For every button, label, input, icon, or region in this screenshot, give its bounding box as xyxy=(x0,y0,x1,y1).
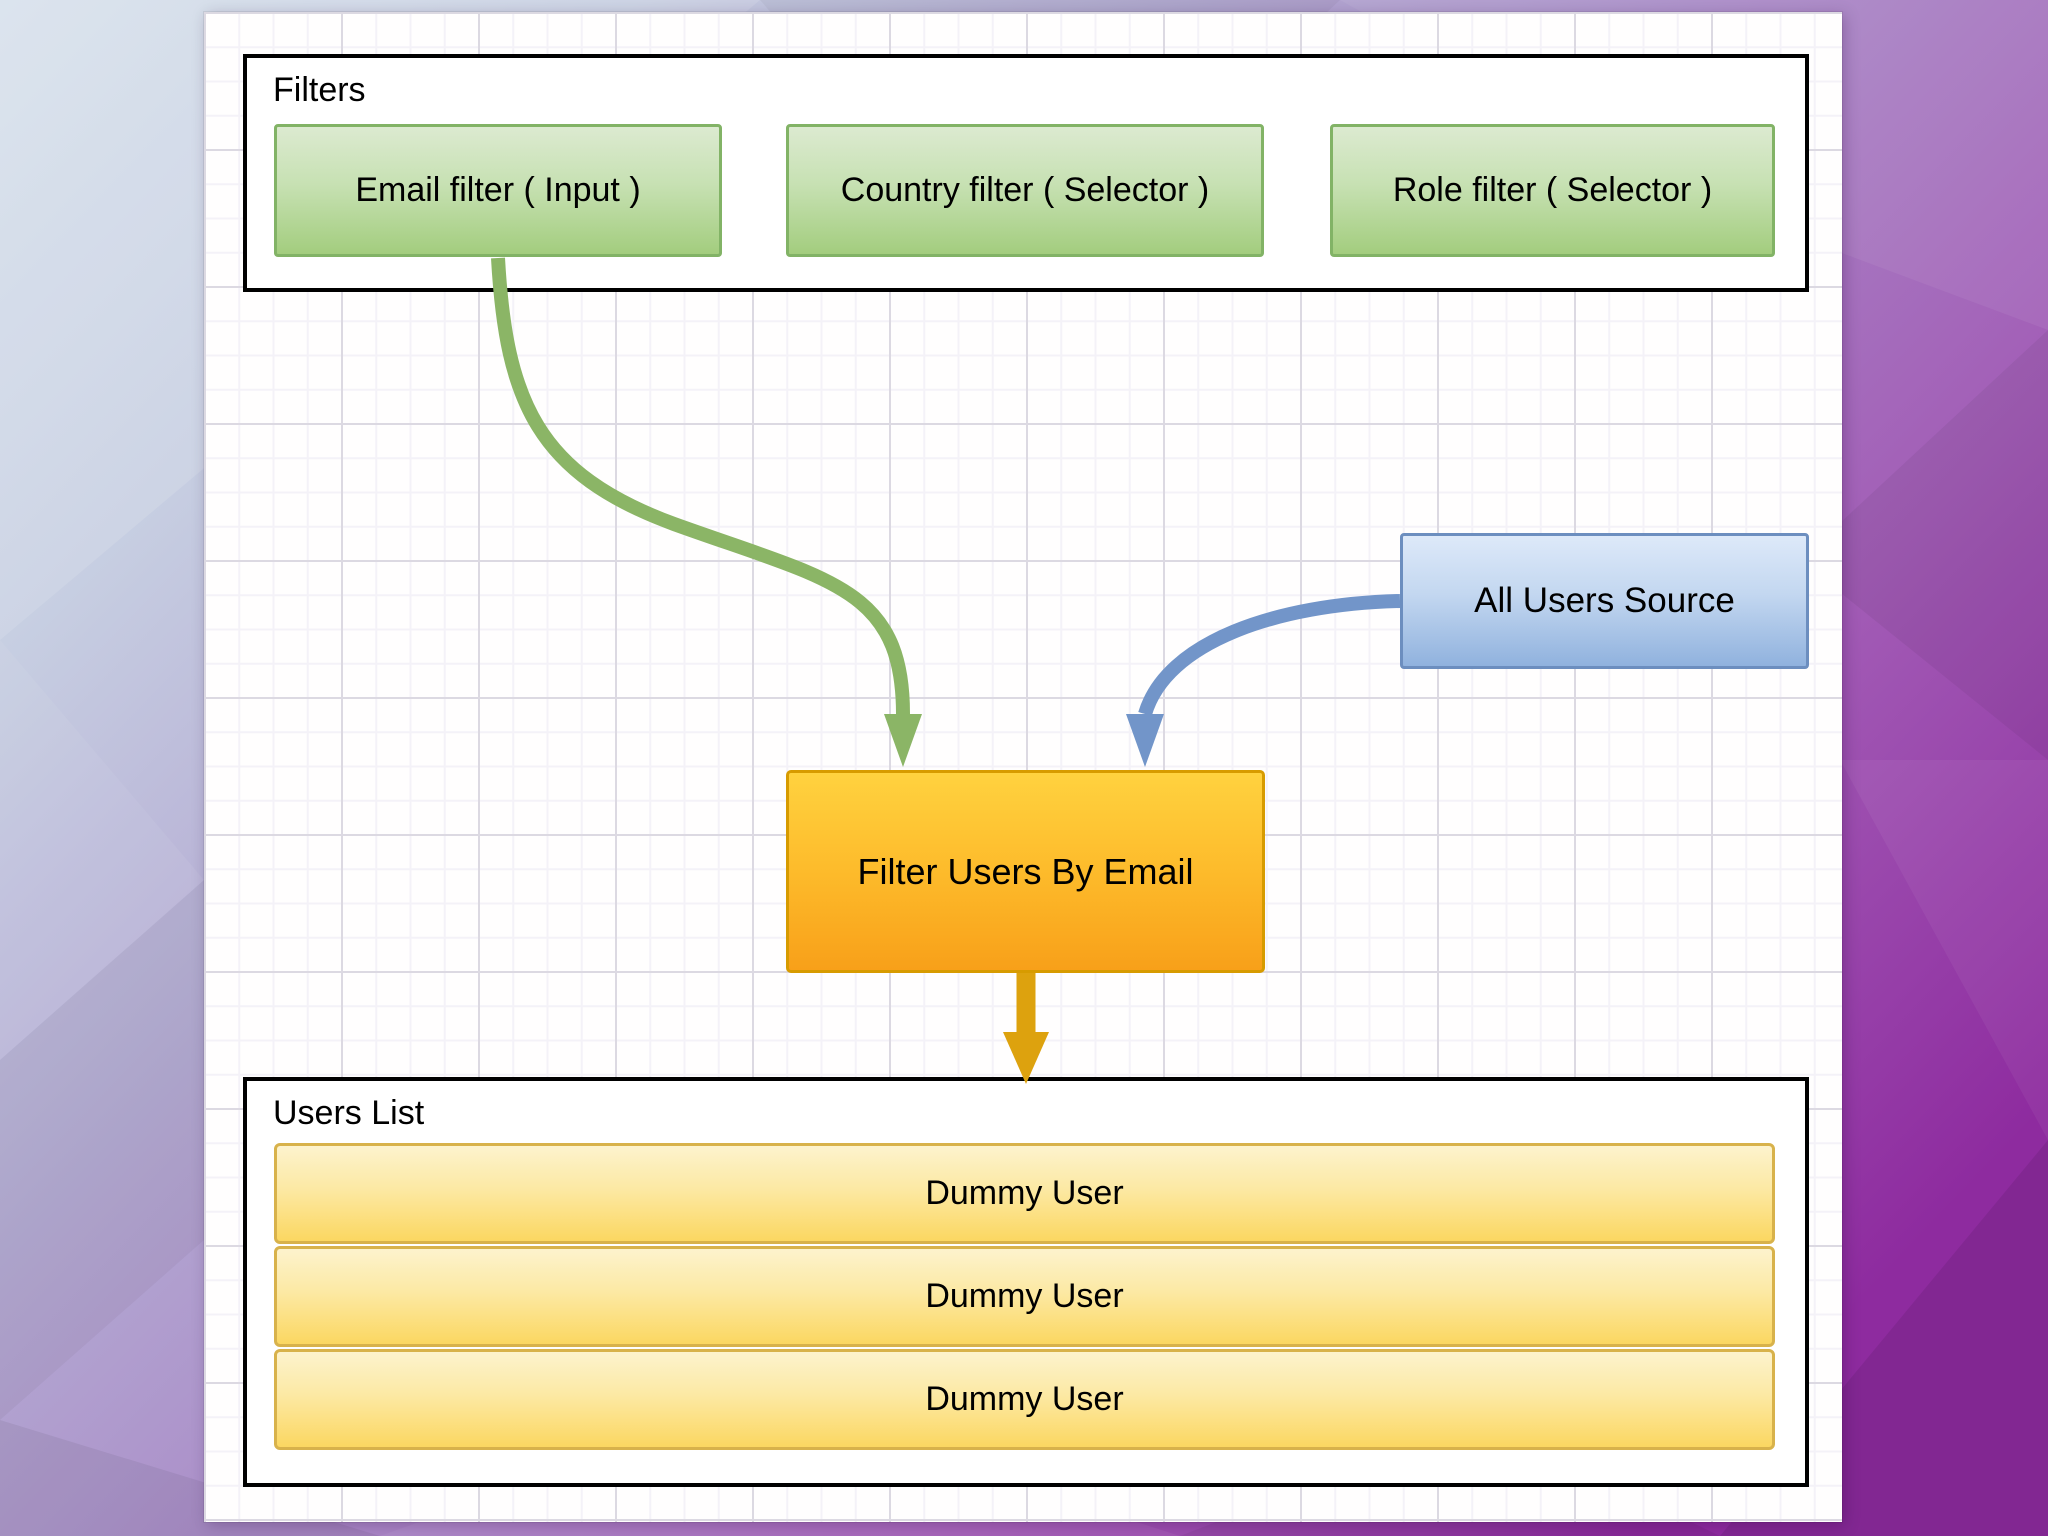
node-email-filter-label: Email filter ( Input ) xyxy=(355,171,641,209)
node-all-users-source[interactable]: All Users Source xyxy=(1400,533,1809,669)
users-list-group-title: Users List xyxy=(273,1094,425,1132)
node-role-filter-label: Role filter ( Selector ) xyxy=(1392,171,1713,209)
node-email-filter[interactable]: Email filter ( Input ) xyxy=(274,124,722,257)
arrow-email-filter-to-process[interactable] xyxy=(491,257,922,767)
filters-group-title: Filters xyxy=(273,71,366,109)
diagram-canvas: Filters Email filter ( Input ) Country f… xyxy=(204,12,1842,1522)
node-filter-users-by-email[interactable]: Filter Users By Email xyxy=(786,770,1265,973)
arrowhead-down-icon xyxy=(1126,714,1164,767)
user-row[interactable]: Dummy User xyxy=(274,1246,1775,1347)
arrow-process-to-users-list[interactable] xyxy=(1003,973,1049,1084)
node-filter-users-by-email-label: Filter Users By Email xyxy=(857,850,1194,892)
node-all-users-source-label: All Users Source xyxy=(1474,581,1735,620)
user-row[interactable]: Dummy User xyxy=(274,1143,1775,1244)
node-country-filter-label: Country filter ( Selector ) xyxy=(840,171,1210,209)
user-row[interactable]: Dummy User xyxy=(274,1349,1775,1450)
user-row-label: Dummy User xyxy=(925,1277,1124,1315)
arrow-all-users-source-to-process[interactable] xyxy=(1126,594,1401,767)
user-row-label: Dummy User xyxy=(925,1380,1124,1418)
node-country-filter[interactable]: Country filter ( Selector ) xyxy=(786,124,1264,257)
arrowhead-down-icon xyxy=(884,714,922,767)
user-row-label: Dummy User xyxy=(925,1174,1124,1212)
node-role-filter[interactable]: Role filter ( Selector ) xyxy=(1330,124,1775,257)
